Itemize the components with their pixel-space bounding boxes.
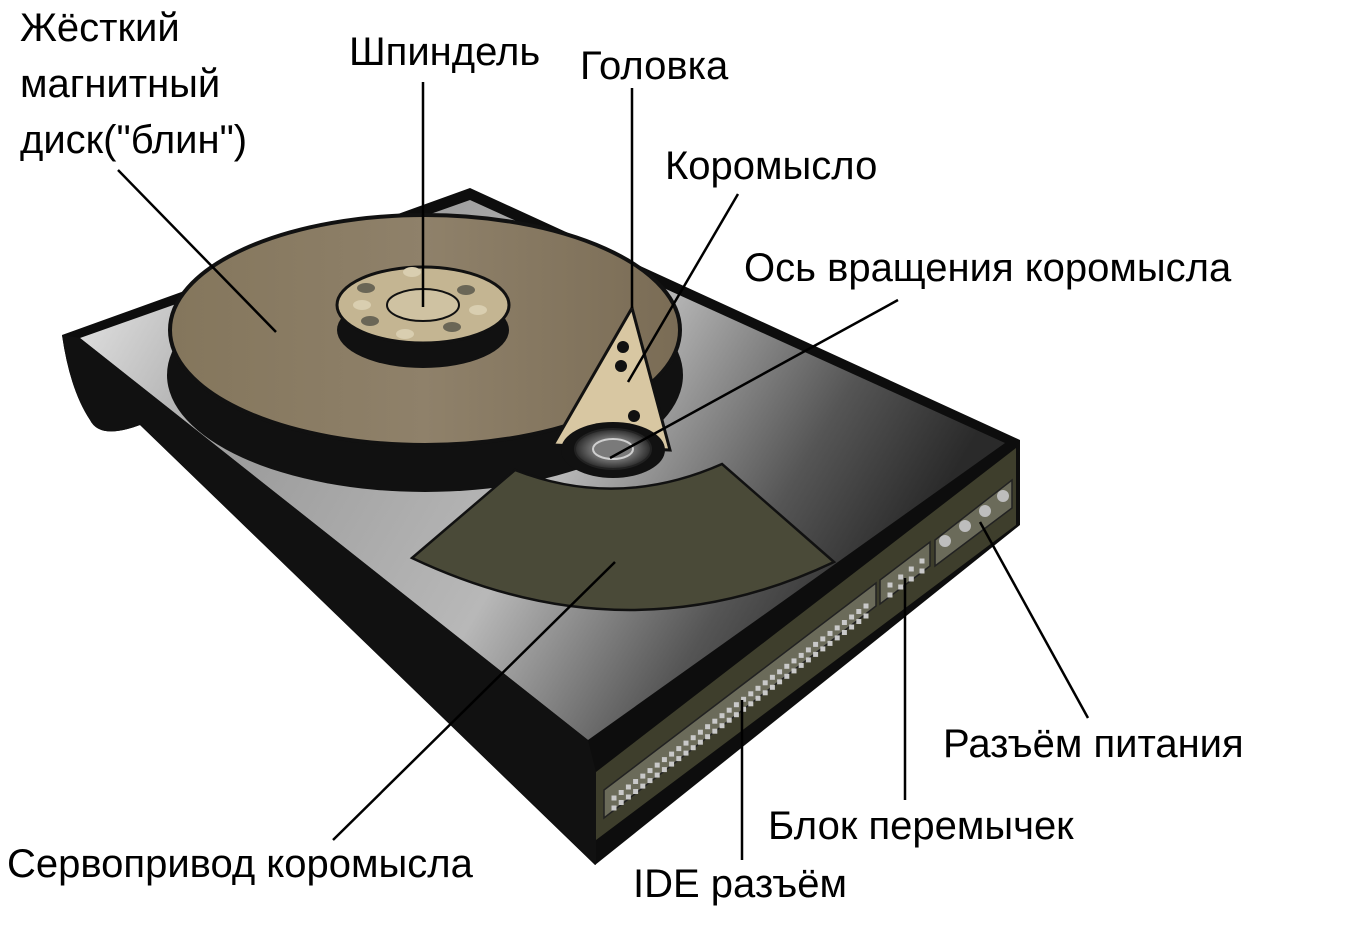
jumper-block	[879, 540, 931, 606]
leader-power	[978, 521, 1090, 719]
label-power: Разъём питания	[943, 722, 1244, 766]
leader-lines	[117, 82, 1090, 860]
leader-platter	[117, 169, 277, 333]
ide-connector-pins	[611, 603, 869, 811]
power-connector	[934, 478, 1013, 568]
label-head: Головка	[580, 44, 729, 88]
spindle-screws	[353, 267, 487, 339]
jumper-block-pins	[887, 558, 925, 598]
ide-connector	[603, 581, 877, 820]
actuator-servo	[409, 462, 837, 612]
label-pivot: Ось вращения коромысла	[744, 246, 1232, 290]
label-platter-line-1: Жёсткий	[20, 6, 180, 50]
label-jumpers: Блок перемычек	[768, 804, 1074, 848]
label-actuator: Сервопривод коромысла	[7, 842, 473, 886]
leader-arm	[626, 193, 740, 383]
label-platter-line-3: диск("блин")	[20, 118, 248, 162]
label-platter: Жёсткий магнитный диск("блин")	[20, 0, 247, 168]
label-arm: Коромысло	[665, 144, 878, 188]
label-spindle: Шпиндель	[349, 30, 541, 74]
leader-actuator	[332, 561, 616, 841]
case-left-side	[62, 335, 596, 865]
power-connector-pins	[939, 490, 1009, 547]
leader-pivot	[609, 298, 899, 460]
label-platter-line-2: магнитный	[20, 62, 221, 106]
label-ide: IDE разъём	[633, 862, 848, 906]
